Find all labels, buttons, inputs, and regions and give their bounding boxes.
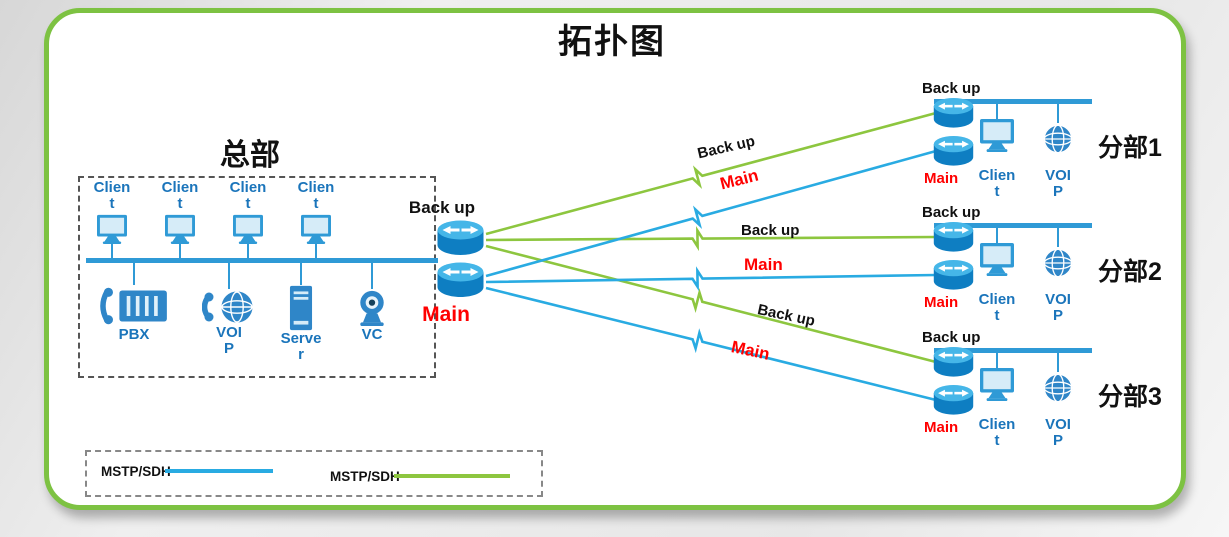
client-computer-icon	[978, 118, 1016, 152]
pbx-drop-line	[133, 263, 135, 285]
client-drop-line	[315, 244, 317, 258]
branch-lan-bus	[934, 99, 1092, 104]
branch-backup-router-icon	[930, 344, 977, 380]
voip-drop-line	[1057, 104, 1059, 123]
hq-client-1: Clien t	[82, 180, 142, 258]
voip-drop-line	[228, 263, 230, 289]
client-computer-icon	[299, 214, 333, 244]
pbx-label: PBX	[118, 326, 150, 343]
client-computer-icon	[978, 242, 1016, 276]
link-backup-label-branch2: Back up	[741, 222, 800, 239]
voip-label: VOI P	[1045, 416, 1071, 449]
voip-globe-icon	[1042, 123, 1074, 155]
legend-line-blue	[165, 469, 273, 473]
vc-label: VC	[361, 326, 383, 343]
core-backup-router-icon	[433, 217, 488, 259]
legend-line-green	[394, 474, 510, 478]
server-icon	[288, 285, 314, 331]
branch-main-router-icon	[930, 382, 977, 418]
branch-main-label: Main	[924, 419, 959, 436]
voip-label: VOI P	[216, 324, 242, 357]
branch-backup-router-icon	[930, 219, 977, 255]
legend-label-mstp-blue: MSTP/SDH	[101, 464, 171, 479]
branch-backup-label: Back up	[922, 204, 981, 221]
vc-drop-line	[371, 263, 373, 289]
client-drop-line	[179, 244, 181, 258]
branch-backup-router-icon	[930, 95, 977, 131]
hq-client-3: Clien t	[218, 180, 278, 258]
server-drop-line	[300, 263, 302, 285]
voip-globe-icon	[202, 289, 256, 325]
voip-drop-line	[1057, 228, 1059, 247]
hq-label: 总部	[220, 139, 280, 172]
branch-name: 分部2	[1098, 258, 1162, 286]
client-label: Clien t	[297, 179, 335, 212]
hq-pbx: PBX	[98, 263, 170, 343]
legend-label-mstp-green: MSTP/SDH	[330, 469, 400, 484]
branch-lan-bus	[934, 223, 1092, 228]
client-drop-line	[996, 228, 998, 243]
voip-label: VOI P	[1045, 291, 1071, 324]
branch-backup-label: Back up	[922, 80, 981, 97]
client-label: Clien t	[229, 179, 267, 212]
link-main-label-branch2: Main	[744, 255, 783, 274]
hq-voip: VOI P	[202, 263, 256, 357]
client-label: Clien t	[93, 179, 131, 212]
core-main-router-icon	[433, 259, 488, 301]
branch-name: 分部3	[1098, 383, 1162, 411]
legend: MSTP/SDH MSTP/SDH	[85, 450, 543, 497]
voip-label: VOI P	[1045, 167, 1071, 200]
voip-globe-icon	[1042, 247, 1074, 279]
server-label: Serve r	[280, 330, 322, 363]
core-main-label: Main	[422, 303, 470, 326]
client-label: Clien t	[978, 416, 1016, 449]
hq-boundary-box	[78, 176, 436, 378]
client-label: Clien t	[978, 291, 1016, 324]
branch-backup-label: Back up	[922, 329, 981, 346]
voip-drop-line	[1057, 353, 1059, 372]
hq-client-4: Clien t	[286, 180, 346, 258]
pbx-icon	[99, 285, 169, 327]
branch-main-router-icon	[930, 133, 977, 169]
core-backup-label: Back up	[408, 198, 476, 217]
branch-main-label: Main	[924, 294, 959, 311]
branch-3: Back up Main Clien t VOI P 分部3	[920, 329, 1220, 455]
branch-main-label: Main	[924, 170, 959, 187]
diagram-title: 拓扑图	[558, 23, 666, 61]
client-drop-line	[247, 244, 249, 258]
client-drop-line	[111, 244, 113, 258]
hq-server: Serve r	[281, 263, 321, 363]
client-label: Clien t	[161, 179, 199, 212]
client-computer-icon	[95, 214, 129, 244]
hq-lan-bus	[86, 258, 438, 263]
hq-vc: VC	[352, 263, 392, 343]
vc-camera-icon	[354, 289, 390, 327]
branch-lan-bus	[934, 348, 1092, 353]
client-label: Clien t	[978, 167, 1016, 200]
client-drop-line	[996, 353, 998, 368]
branch-2: Back up Main Clien t VOI P 分部2	[920, 204, 1220, 330]
branch-main-router-icon	[930, 257, 977, 293]
branch-name: 分部1	[1098, 134, 1162, 162]
branch-1: Back up Main Clien t VOI P 分部1	[920, 80, 1220, 206]
client-computer-icon	[163, 214, 197, 244]
client-drop-line	[996, 104, 998, 119]
client-computer-icon	[978, 367, 1016, 401]
hq-client-2: Clien t	[150, 180, 210, 258]
voip-globe-icon	[1042, 372, 1074, 404]
client-computer-icon	[231, 214, 265, 244]
